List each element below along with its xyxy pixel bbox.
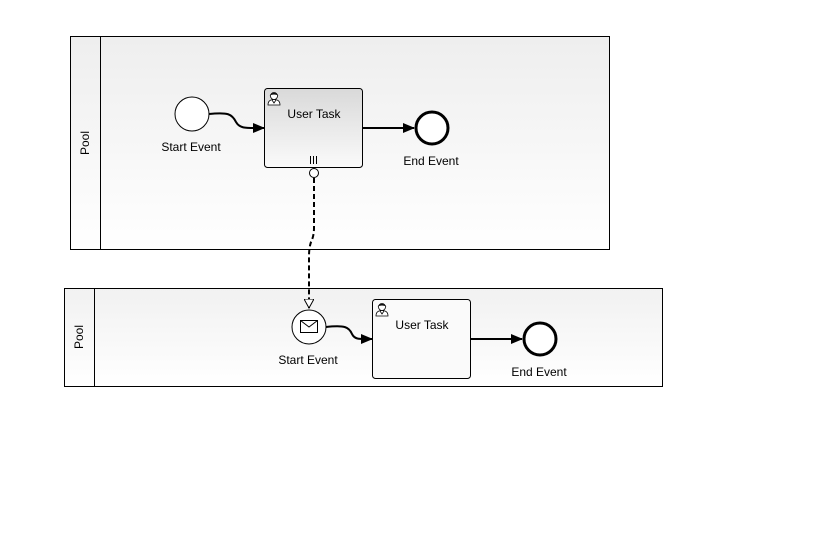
- end-event-2-circle[interactable]: [522, 321, 558, 357]
- sequence-flow-2a[interactable]: [325, 325, 373, 345]
- parallel-multi-instance-icon: [310, 156, 317, 164]
- message-flow[interactable]: [309, 178, 315, 308]
- sequence-flow-1a[interactable]: [208, 112, 265, 134]
- message-flow-source-circle: [309, 168, 319, 178]
- user-icon: [267, 92, 281, 106]
- pool-2[interactable]: Pool: [64, 288, 663, 387]
- start-event-1[interactable]: Start Event: [161, 96, 221, 154]
- end-event-2[interactable]: End Event: [511, 321, 567, 379]
- user-task-1-label: User Task: [287, 107, 341, 121]
- start-event-1-circle[interactable]: [174, 96, 210, 132]
- user-task-2[interactable]: User Task: [372, 299, 471, 379]
- end-event-1-label: End Event: [403, 154, 459, 168]
- end-event-2-label: End Event: [511, 365, 567, 379]
- pool-2-label: Pool: [72, 325, 86, 349]
- start-event-2[interactable]: Start Event: [278, 309, 338, 367]
- user-task-2-box[interactable]: [372, 299, 471, 379]
- user-icon: [375, 303, 389, 317]
- pool-2-body[interactable]: [64, 288, 663, 387]
- end-event-1-circle[interactable]: [414, 110, 450, 146]
- envelope-icon: [300, 320, 318, 333]
- user-task-1[interactable]: User Task: [264, 88, 363, 168]
- start-event-1-label: Start Event: [161, 140, 221, 154]
- user-task-1-box[interactable]: [264, 88, 363, 168]
- pool-1-label: Pool: [78, 131, 92, 155]
- start-event-2-label: Start Event: [278, 353, 338, 367]
- user-task-2-label: User Task: [395, 318, 449, 332]
- end-event-1[interactable]: End Event: [403, 110, 459, 168]
